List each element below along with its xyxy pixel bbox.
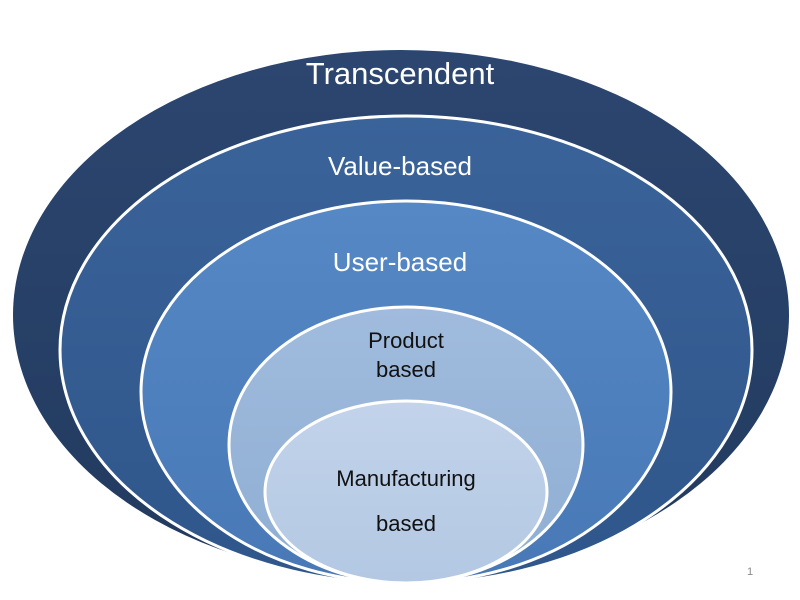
label-value-based: Value-based <box>327 151 473 181</box>
label-manufacturing-line2: based <box>376 511 436 536</box>
label-product-based: Product based <box>306 326 506 384</box>
label-transcendent: Transcendent <box>305 56 495 91</box>
label-user-based: User-based <box>332 247 468 277</box>
label-manufacturing-line1: Manufacturing <box>336 466 476 491</box>
slide-number: 1 <box>746 566 754 578</box>
label-manufacturing-based: Manufacturing based <box>296 456 516 546</box>
ring-manufacturing-based <box>263 399 549 585</box>
label-product-line2: based <box>376 357 436 382</box>
label-product-line1: Product <box>368 328 444 353</box>
